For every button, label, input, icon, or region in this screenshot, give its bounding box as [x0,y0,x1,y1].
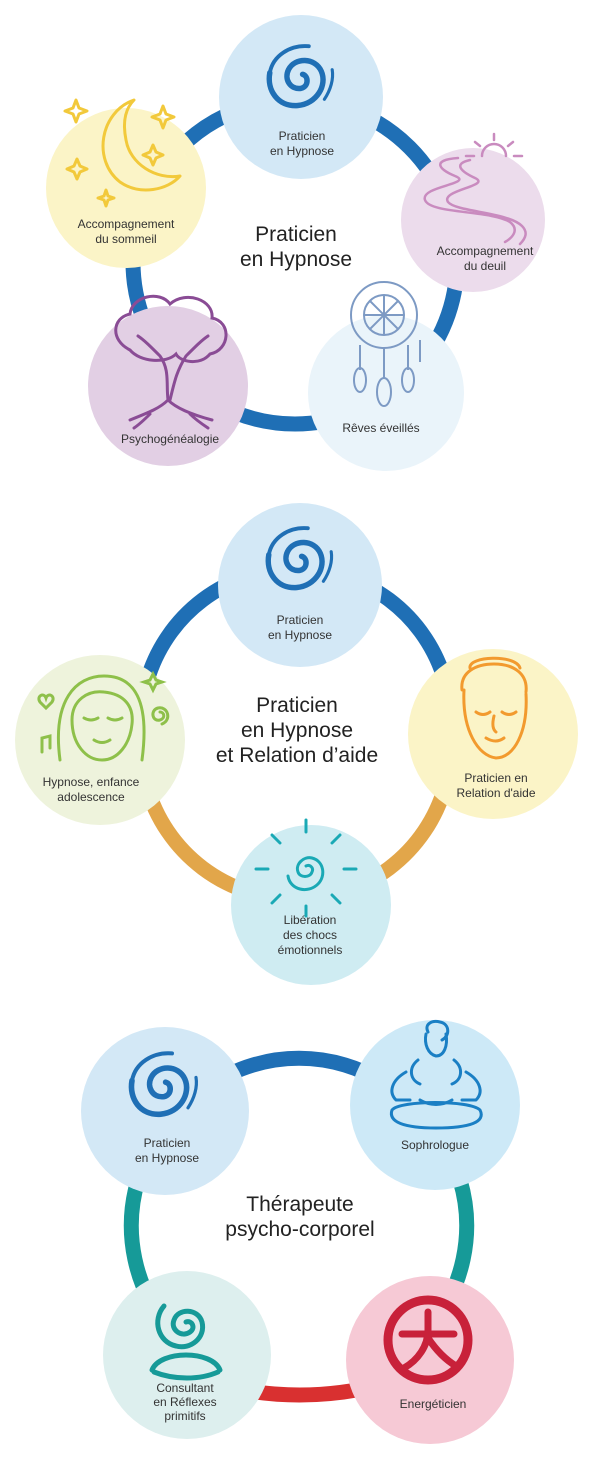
moon-stars-icon [63,98,182,208]
node-reflexes-primitifs[interactable]: Consultant en Réflexes primitifs [103,1271,271,1439]
girl-face-icon [37,670,170,762]
svg-text:Accompagnement: Accompagnement [437,244,534,258]
svg-text:Praticien en: Praticien en [464,771,527,785]
cluster-1: Praticien en Hypnose Praticien en Hypnos… [46,15,545,471]
node-sophrologue[interactable]: Sophrologue [350,1020,520,1190]
cluster-1-title-line-1: Praticien [255,223,337,246]
svg-text:du deuil: du deuil [464,259,506,273]
svg-text:en Hypnose: en Hypnose [270,144,334,158]
svg-text:en Hypnose: en Hypnose [268,628,332,642]
spiral-seated-icon [149,1303,223,1381]
svg-text:Psychogénéalogie: Psychogénéalogie [121,432,219,446]
node-hypnose-enfance[interactable]: Hypnose, enfance adolescence [15,655,185,825]
node-praticien-hypnose[interactable]: Praticien en Hypnose [219,15,383,179]
cluster-2-title-line-1: Praticien [256,694,338,717]
cluster-3-title-line-2: psycho-corporel [225,1218,374,1241]
svg-text:Consultant: Consultant [156,1381,214,1395]
family-tree-icon [114,294,228,430]
svg-text:Accompagnement: Accompagnement [78,217,175,231]
svg-text:du sommeil: du sommeil [95,232,156,246]
meditating-person-icon [389,1020,483,1130]
node-relation-aide[interactable]: Praticien en Relation d'aide [408,649,578,819]
node-accompagnement-sommeil[interactable]: Accompagnement du sommeil [46,98,206,268]
sun-spiral-icon [254,818,358,918]
node-reves-eveilles[interactable]: Rêves éveillés [308,281,464,471]
svg-text:en Hypnose: en Hypnose [135,1151,199,1165]
cluster-2: Praticien en Hypnose et Relation d’aide … [15,503,578,985]
node-psychogenealogie[interactable]: Psychogénéalogie [88,294,248,466]
svg-text:primitifs: primitifs [164,1409,205,1423]
node-energeticien[interactable]: Energéticien [346,1276,514,1444]
kanji-da-icon [383,1295,473,1385]
svg-text:Rêves éveillés: Rêves éveillés [342,421,419,435]
svg-text:en Réflexes: en Réflexes [153,1395,216,1409]
svg-text:adolescence: adolescence [57,790,125,804]
svg-text:Energéticien: Energéticien [400,1397,467,1411]
cluster-3-title-line-1: Thérapeute [246,1193,353,1216]
cluster-1-title-line-2: en Hypnose [240,248,352,271]
cluster-2-title-line-2: en Hypnose [241,719,353,742]
woman-face-icon [460,656,528,760]
dreamcatcher-icon [350,281,421,407]
node-praticien-hypnose-3[interactable]: Praticien en Hypnose [81,1027,249,1195]
svg-text:émotionnels: émotionnels [278,943,343,957]
winding-path-sunrise-icon [423,132,527,246]
node-liberation-chocs[interactable]: Libération des chocs émotionnels [231,818,391,985]
svg-text:Libération: Libération [284,913,337,927]
svg-text:Sophrologue: Sophrologue [401,1138,469,1152]
svg-text:Relation d'aide: Relation d'aide [456,786,535,800]
cluster-3: Thérapeute psycho-corporel Praticien en … [81,1020,520,1444]
svg-text:Praticien: Praticien [279,129,326,143]
svg-text:Hypnose, enfance: Hypnose, enfance [43,775,140,789]
node-accompagnement-deuil[interactable]: Accompagnement du deuil [401,132,545,292]
node-praticien-hypnose-2[interactable]: Praticien en Hypnose [218,503,382,667]
cluster-2-title-line-3: et Relation d’aide [216,744,378,767]
svg-text:Praticien: Praticien [144,1136,191,1150]
svg-text:Praticien: Praticien [277,613,324,627]
svg-text:des chocs: des chocs [283,928,337,942]
